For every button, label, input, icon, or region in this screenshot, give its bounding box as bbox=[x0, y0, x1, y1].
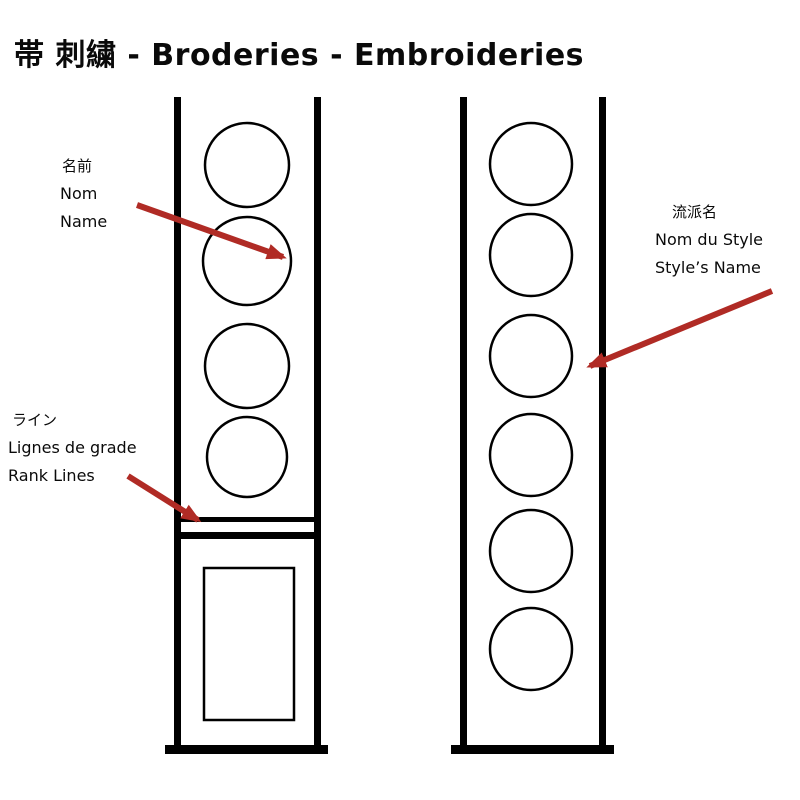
label-name-fr: Nom bbox=[60, 184, 98, 203]
belt-circle bbox=[203, 322, 291, 410]
style-name-arrow-icon bbox=[586, 288, 774, 369]
label-name: 名前 Nom Name bbox=[60, 152, 107, 236]
rank-lines-arrow-icon bbox=[126, 473, 202, 523]
belt-circle bbox=[488, 313, 574, 399]
rank-line bbox=[174, 517, 321, 522]
belt-circle bbox=[488, 212, 574, 298]
belt-circle bbox=[488, 412, 574, 498]
left-belt-right-edge bbox=[314, 97, 321, 746]
patch-rectangle bbox=[202, 566, 296, 722]
left-belt-bottom-edge bbox=[165, 745, 328, 754]
label-style-name-en: Style’s Name bbox=[655, 258, 761, 277]
label-name-en: Name bbox=[60, 212, 108, 231]
label-rank-lines: ライン Lignes de grade Rank Lines bbox=[8, 406, 137, 490]
rank-line bbox=[174, 532, 321, 539]
label-rank-lines-en: Rank Lines bbox=[8, 466, 95, 485]
label-style-name-fr: Nom du Style bbox=[655, 230, 763, 249]
label-style-name-ja: 流派名 bbox=[672, 203, 718, 221]
page-title: 帯 刺繍 - Broderies - Embroideries bbox=[14, 38, 585, 74]
label-style-name: 流派名 Nom du Style Style’s Name bbox=[655, 198, 763, 282]
belt-circle bbox=[203, 121, 291, 209]
right-belt-right-edge bbox=[599, 97, 606, 746]
left-belt-left-edge bbox=[174, 97, 181, 746]
name-arrow-icon bbox=[135, 202, 287, 260]
right-belt-bottom-edge bbox=[451, 745, 614, 754]
label-name-ja: 名前 bbox=[62, 157, 93, 175]
label-rank-lines-ja: ライン bbox=[12, 411, 58, 429]
label-rank-lines-fr: Lignes de grade bbox=[8, 438, 137, 457]
right-belt-left-edge bbox=[460, 97, 467, 746]
belt-circle bbox=[488, 508, 574, 594]
belt-circle bbox=[488, 121, 574, 207]
right-belt bbox=[451, 97, 614, 754]
belt-circle bbox=[205, 415, 289, 499]
belt-circle bbox=[488, 606, 574, 692]
left-belt bbox=[165, 97, 328, 754]
